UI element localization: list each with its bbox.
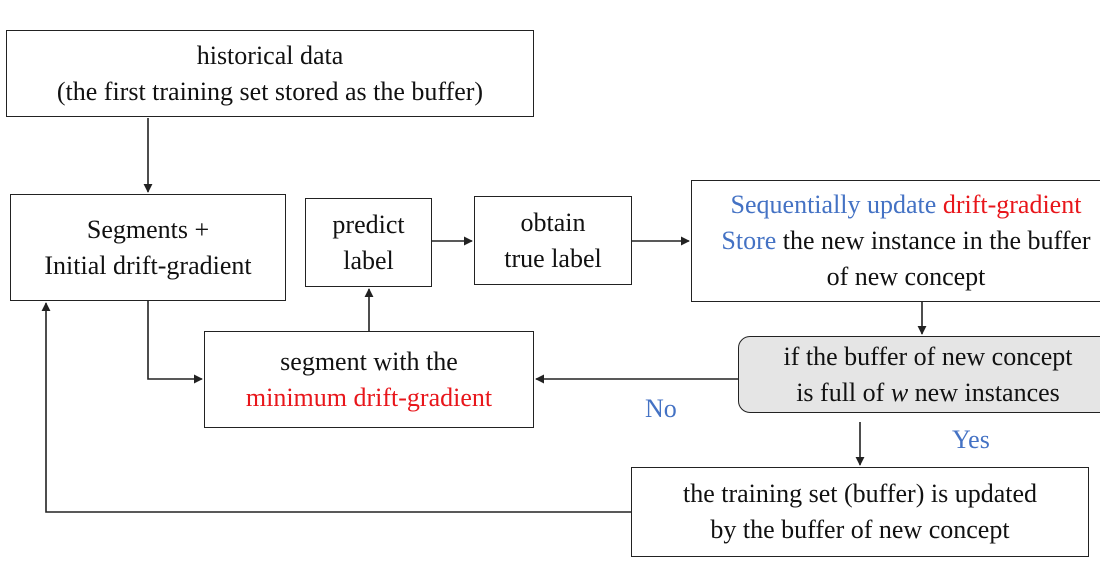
obtain-line-2: true label (504, 243, 602, 273)
update-line-1-red: drift-gradient (942, 190, 1082, 219)
edge-label-no: No (645, 394, 677, 423)
historical-data-note: (the first training set stored as the bu… (56, 76, 484, 106)
obtain-true-label-node: obtain true label (474, 196, 632, 285)
update-line-1-blue: Sequentially update (730, 190, 943, 219)
segments-line-1: Segments + (86, 214, 210, 244)
predict-line-2: label (343, 245, 394, 275)
condition-line-2-a: is full of (796, 377, 891, 407)
min-segment-line-2: minimum drift-gradient (245, 382, 493, 412)
condition-variable-w: w (890, 377, 909, 407)
obtain-line-1: obtain (520, 207, 586, 237)
training-line-1: the training set (buffer) is updated (682, 479, 1038, 508)
historical-data-title: historical data (196, 40, 344, 70)
historical-data-node: historical data (the first training set … (6, 30, 534, 117)
buffer-full-decision-node: if the buffer of new concept is full of … (738, 336, 1100, 413)
update-line-2: Store the new instance in the buffer (721, 223, 1090, 259)
condition-line-1: if the buffer of new concept (783, 341, 1073, 371)
condition-line-2: is full of w new instances (796, 375, 1060, 411)
training-set-update-node: the training set (buffer) is updated by … (631, 467, 1089, 557)
segments-node: Segments + Initial drift-gradient (10, 194, 286, 301)
segments-line-2: Initial drift-gradient (44, 250, 252, 280)
min-segment-line-1: segment with the (280, 346, 458, 376)
edge-segments-to-min-segment (147, 301, 203, 384)
update-line-1: Sequentially update drift-gradient (731, 187, 1082, 223)
predict-label-node: predict label (305, 198, 432, 287)
update-drift-gradient-node: Sequentially update drift-gradient Store… (691, 180, 1100, 302)
update-line-2-blue: Store (721, 226, 777, 255)
minimum-drift-gradient-segment-node: segment with the minimum drift-gradient (204, 331, 534, 428)
edge-label-yes: Yes (952, 425, 990, 454)
training-line-2: by the buffer of new concept (710, 515, 1010, 544)
update-line-3: of new concept (826, 262, 986, 291)
condition-line-2-b: new instances (908, 377, 1060, 407)
update-line-2-rest: the new instance in the buffer (776, 226, 1091, 255)
edge-training-to-segments (41, 302, 631, 513)
predict-line-1: predict (332, 209, 405, 239)
